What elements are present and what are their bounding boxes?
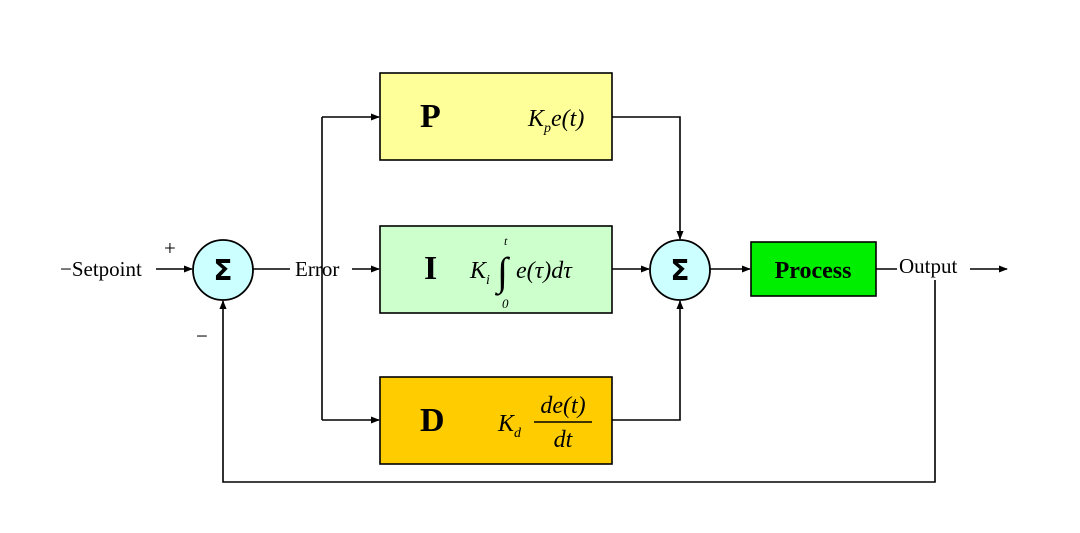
- p-k: K: [527, 106, 546, 132]
- integral-lower: 0: [502, 296, 509, 311]
- sum-symbol-2: Σ: [670, 254, 689, 287]
- d-denominator: dt: [554, 427, 574, 453]
- p-expr: e(t): [551, 106, 584, 132]
- i-gain: Ki: [469, 258, 490, 288]
- p-to-sum-arrow: [612, 116, 684, 240]
- feedback-loop-arrow: [219, 280, 936, 483]
- d-letter: D: [420, 402, 445, 439]
- i-block: [379, 225, 613, 314]
- d-block: [379, 376, 613, 465]
- minus-sign: −: [196, 324, 208, 348]
- d-k: K: [497, 411, 516, 437]
- sum-symbol-1: Σ: [213, 254, 232, 287]
- i-k-sub: i: [486, 273, 490, 288]
- output-label: Output: [899, 254, 958, 278]
- p-letter: P: [420, 98, 441, 135]
- pid-summing-junction: [649, 239, 711, 301]
- d-to-sum-arrow: [612, 300, 684, 421]
- setpoint-label: −Setpoint: [60, 257, 142, 281]
- process-label: Process: [775, 258, 852, 284]
- d-gain: Kd: [497, 411, 522, 441]
- d-numerator: de(t): [540, 393, 585, 419]
- error-summing-junction: [192, 239, 254, 301]
- i-letter: I: [424, 250, 437, 287]
- i-k: K: [469, 258, 488, 284]
- plus-sign: +: [164, 236, 176, 260]
- p-k-sub: p: [543, 121, 551, 136]
- error-label: Error: [295, 257, 339, 281]
- d-k-sub: d: [514, 426, 522, 441]
- p-gain: Kpe(t): [527, 106, 584, 136]
- i-integrand: e(τ)dτ: [516, 258, 573, 284]
- integral-upper: t: [504, 234, 508, 248]
- integral-sign: ∫: [494, 249, 511, 296]
